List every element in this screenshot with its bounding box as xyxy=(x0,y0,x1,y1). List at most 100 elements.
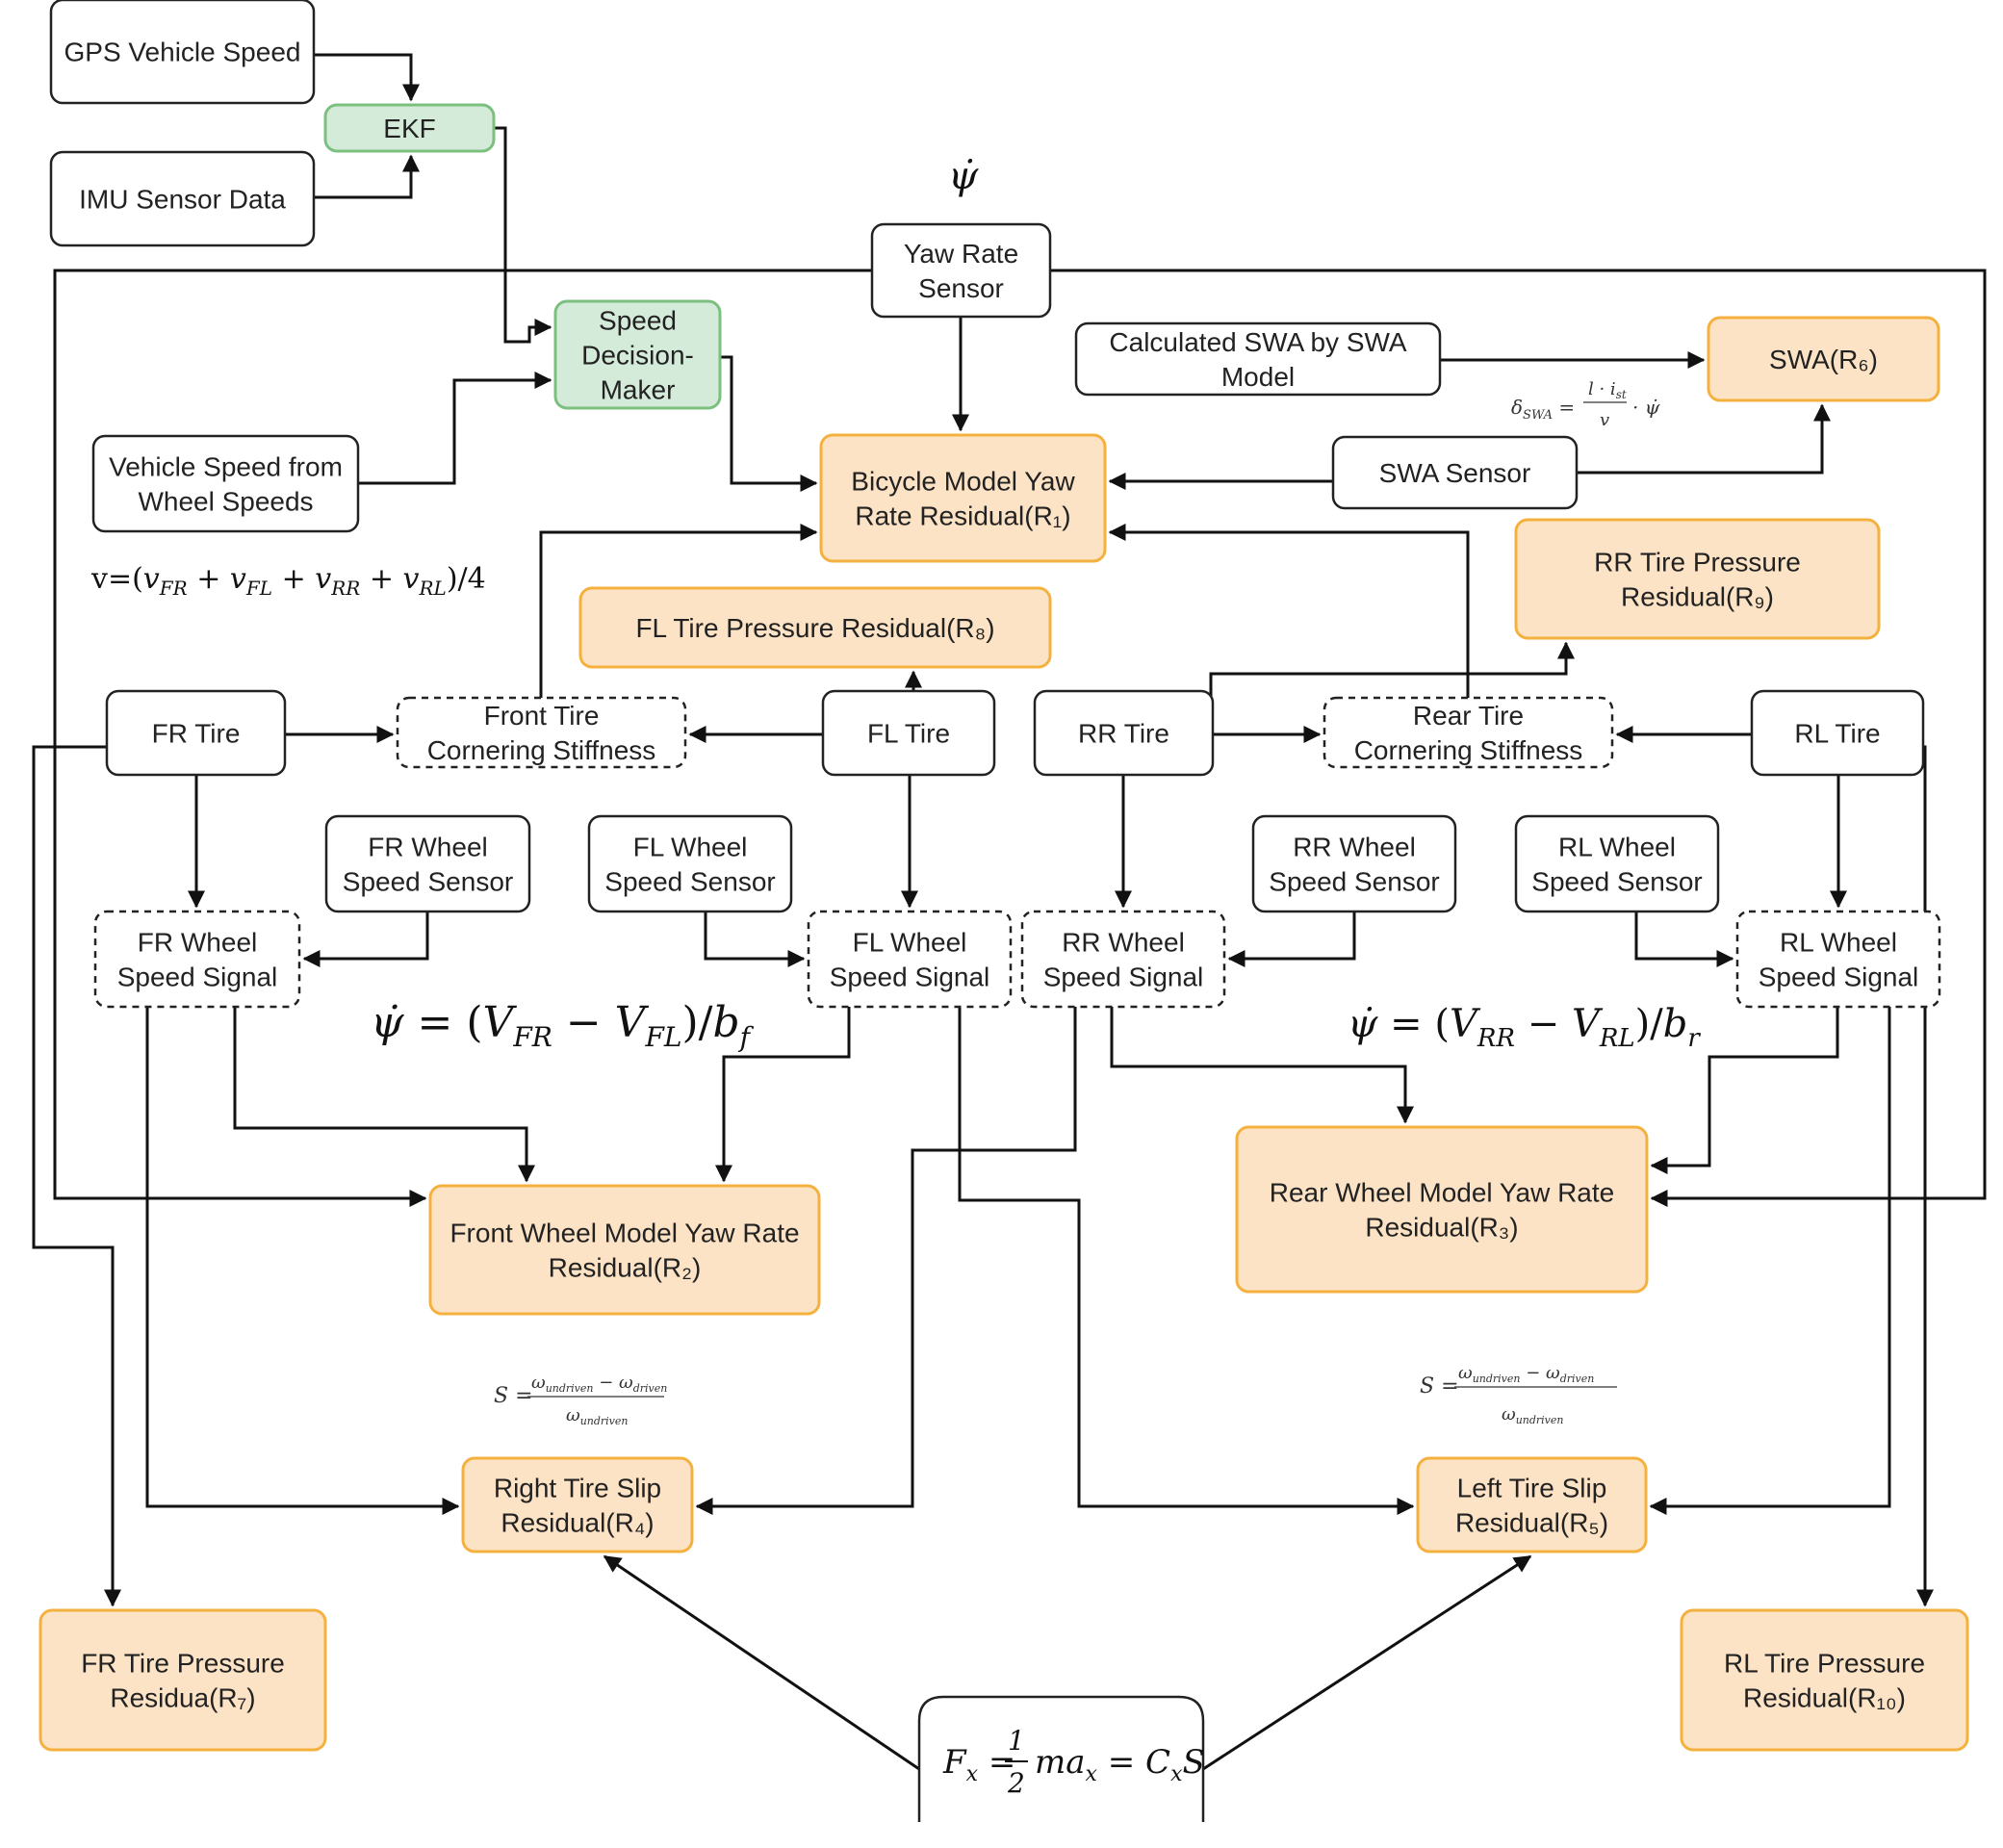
node-box xyxy=(323,103,496,153)
node-box xyxy=(49,0,316,105)
node-label-line: EKF xyxy=(383,114,435,143)
connector-ekf-to-speed-decision xyxy=(494,126,552,344)
node-label-line: FR Tire xyxy=(152,719,241,749)
node-ekf: EKF xyxy=(323,103,496,153)
node-label-line: Wheel Speeds xyxy=(138,487,313,517)
node-label-line: RR Tire Pressure xyxy=(1594,548,1801,578)
connector-fr-wss-to-fr-signal xyxy=(302,911,429,967)
node-label-line: Model xyxy=(1221,362,1295,392)
svg-text:δSWA =: δSWA = xyxy=(1511,396,1575,423)
node-box xyxy=(1416,1456,1648,1553)
node-label-line: RL Tire xyxy=(1794,719,1880,749)
node-label-line: RR Wheel xyxy=(1062,928,1185,958)
node-label-line: Bicycle Model Yaw xyxy=(851,467,1075,497)
node-label-line: Cornering Stiffness xyxy=(1354,735,1583,765)
node-box xyxy=(1750,689,1925,777)
node-label-line: RR Wheel xyxy=(1293,833,1416,862)
node-label-line: Speed Sensor xyxy=(1531,867,1702,897)
connectors xyxy=(32,53,1987,1771)
node-label-line: Residual(R₄) xyxy=(501,1508,654,1538)
svg-text:ψ̇ = (VFR − VFL)/bf: ψ̇ = (VFR − VFL)/bf xyxy=(371,998,755,1053)
svg-text:v=(vFR + vFL + vRR + vRL)/4: v=(vFR + vFL + vRR + vRL)/4 xyxy=(90,562,486,600)
node-label-line: Residua(R₇) xyxy=(110,1683,255,1713)
connector-swa-sensor-to-swa-r6 xyxy=(1577,403,1831,475)
svg-text:S =: S = xyxy=(494,1384,533,1408)
node-imu: IMU Sensor Data xyxy=(49,150,316,247)
force-equation-box: Fx = 1 2 max = CxS xyxy=(917,1695,1205,1822)
psi-dot-annotation: ψ̇ xyxy=(948,154,979,198)
node-label-line: RL Wheel xyxy=(1780,928,1897,958)
connector-rl-signal-to-rear-r3 xyxy=(1650,1007,1839,1174)
front-yaw-equation: ψ̇ = (VFR − VFL)/bf xyxy=(371,998,755,1053)
node-label-line: Speed xyxy=(599,306,677,336)
node-box xyxy=(553,299,722,410)
node-label-line: FL Tire xyxy=(867,719,950,749)
node-box xyxy=(819,433,1107,563)
node-box xyxy=(1235,1125,1649,1294)
node-label-line: FL Wheel xyxy=(633,833,748,862)
node-rr-tire: RR Tire xyxy=(1033,689,1215,777)
rear-yaw-equation: ψ̇ = (VRR − VRL)/br xyxy=(1348,1002,1701,1053)
node-label-line: Speed Sensor xyxy=(1269,867,1439,897)
node-box xyxy=(91,434,360,533)
connector-force-to-right-slip xyxy=(603,1554,920,1771)
node-label-line: RL Tire Pressure xyxy=(1724,1649,1925,1679)
node-label-line: Cornering Stiffness xyxy=(427,735,656,765)
node-label-line: Speed Sensor xyxy=(604,867,775,897)
node-label-line: FL Tire Pressure Residual(R₈) xyxy=(635,613,994,643)
connector-rl-wss-to-rl-signal xyxy=(1634,911,1734,967)
node-label-line: Vehicle Speed from xyxy=(109,452,343,482)
node-label-line: FL Wheel xyxy=(853,928,967,958)
node-box xyxy=(1074,321,1442,397)
svg-text:l · ist: l · ist xyxy=(1588,379,1627,401)
node-box xyxy=(587,814,793,913)
connector-rear-stiffness-to-bicycle xyxy=(1108,524,1470,698)
node-box xyxy=(1033,689,1215,777)
node-box xyxy=(1331,435,1579,510)
node-label-line: Residual(R₁₀) xyxy=(1743,1683,1906,1713)
connector-front-stiffness-to-bicycle xyxy=(539,524,818,698)
connector-rl-tire-to-rl-pressure xyxy=(1916,745,1934,1607)
node-rl-tire: RL Tire xyxy=(1750,689,1925,777)
node-label-line: Rear Wheel Model Yaw Rate xyxy=(1270,1178,1614,1208)
connector-fl-wss-to-fl-signal xyxy=(704,911,806,967)
node-label-line: Speed Signal xyxy=(830,962,990,992)
node-box xyxy=(1514,814,1720,913)
node-label-line: GPS Vehicle Speed xyxy=(64,38,301,67)
node-label-line: Residual(R₅) xyxy=(1455,1508,1608,1538)
node-box xyxy=(396,696,687,769)
node-label-line: Speed Signal xyxy=(117,962,278,992)
node-label-line: SWA(R₆) xyxy=(1769,345,1878,374)
node-label-line: Residual(R₉) xyxy=(1621,582,1774,612)
psi-dot-label: ψ̇ xyxy=(948,154,979,198)
connector-veh-speed-to-decision xyxy=(358,372,552,485)
node-label-line: FR Tire Pressure xyxy=(81,1649,285,1679)
node-label-line: Rear Tire xyxy=(1413,701,1524,731)
svg-text:ωundriven − ωdriven: ωundriven − ωdriven xyxy=(1458,1363,1594,1385)
connector-gps-to-ekf xyxy=(314,53,420,102)
connector-fl-signal-to-left-slip xyxy=(958,1007,1415,1515)
svg-text:1: 1 xyxy=(1008,1725,1025,1757)
node-box xyxy=(870,222,1052,319)
node-fr-tire: FR Tire xyxy=(105,689,287,777)
svg-text:Fx =: Fx = xyxy=(942,1743,1015,1786)
node-label-line: Sensor xyxy=(918,273,1004,303)
node-swa-sensor: SWA Sensor xyxy=(1331,435,1579,510)
swa-model-equation: δSWA = l · ist v · ψ̇ xyxy=(1511,379,1660,430)
svg-text:· ψ̇: · ψ̇ xyxy=(1632,396,1660,419)
node-label-line: Left Tire Slip xyxy=(1457,1474,1607,1503)
connector-yaw-loop-to-front-r2 xyxy=(53,269,872,1207)
